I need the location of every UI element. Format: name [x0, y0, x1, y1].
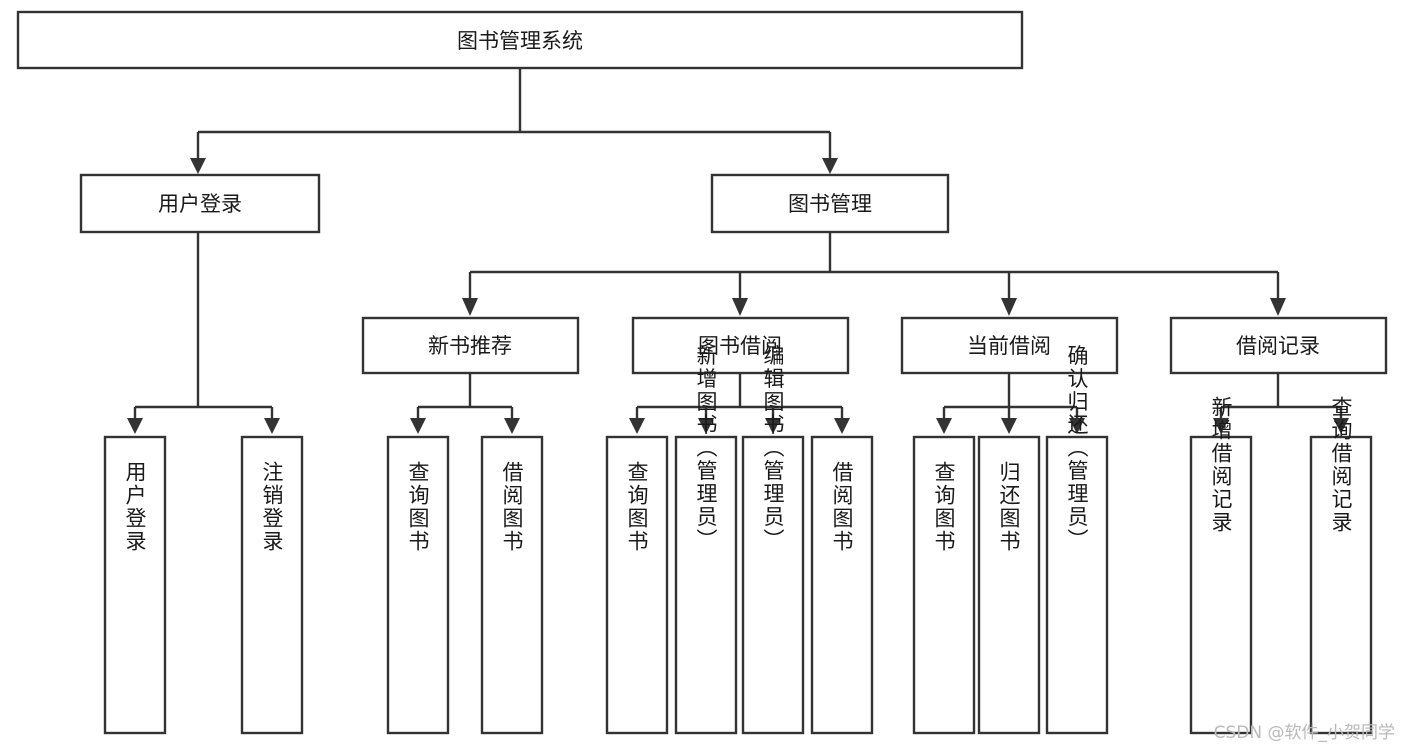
node-book-manage[interactable]: 图书管理 [710, 173, 950, 234]
leaf-user-login[interactable]: 用户登录 [103, 435, 167, 735]
leaf-bb-query-book-label: 查询图书 [625, 461, 649, 553]
leaf-bb-add-book-label: 新增图书（管理员） [694, 345, 718, 552]
node-new-book-recommend-label: 新书推荐 [428, 334, 512, 358]
leaf-logout-label: 注销登录 [260, 461, 284, 553]
leaf-cb-confirm-return[interactable]: 确认归还（管理员） [1045, 345, 1109, 735]
arrowhead-br-leaf2 [1333, 418, 1349, 434]
arrowhead-cb-leaf2 [1001, 418, 1017, 434]
leaf-cb-query-book-label: 查询图书 [932, 461, 956, 553]
leaf-cb-query-book-box[interactable] [912, 435, 976, 735]
node-book-manage-label: 图书管理 [788, 192, 872, 216]
leaf-cb-return-book[interactable]: 归还图书 [977, 435, 1041, 735]
leaf-bb-borrow-book-label: 借阅图书 [830, 461, 854, 553]
arrowhead-user-login [190, 158, 206, 174]
leaf-bb-edit-book-label: 编辑图书（管理员） [761, 345, 785, 552]
node-borrow-record-box[interactable] [1169, 316, 1388, 375]
arrowhead-cb-leaf1 [936, 418, 952, 434]
node-book-manage-box[interactable] [710, 173, 950, 234]
leaf-logout-box[interactable] [240, 435, 304, 735]
node-new-book-recommend[interactable]: 新书推荐 [361, 316, 580, 375]
leaf-br-query-record-box[interactable] [1309, 435, 1373, 735]
arrowhead-new-book [462, 298, 478, 316]
node-user-login-box[interactable] [79, 173, 321, 234]
leaf-br-add-record[interactable]: 新增借阅记录 [1189, 396, 1253, 735]
leaf-logout[interactable]: 注销登录 [240, 435, 304, 735]
arrowhead-bb-leaf1 [629, 418, 645, 434]
edges-layer [127, 68, 1349, 434]
leaf-br-query-record[interactable]: 查询借阅记录 [1309, 396, 1373, 735]
node-new-book-recommend-box[interactable] [361, 316, 580, 375]
leaf-cb-query-book[interactable]: 查询图书 [912, 435, 976, 735]
leaf-bb-query-book[interactable]: 查询图书 [605, 435, 669, 735]
leaf-nb-borrow-book-label: 借阅图书 [500, 461, 524, 553]
leaf-bb-edit-book[interactable]: 编辑图书（管理员） [741, 345, 805, 735]
node-book-borrow-label: 图书借阅 [698, 334, 782, 358]
leaf-nb-borrow-book-box[interactable] [480, 435, 544, 735]
leaf-nb-query-book-box[interactable] [386, 435, 450, 735]
node-book-borrow-box[interactable] [631, 316, 850, 375]
leaf-bb-add-book-box[interactable] [674, 435, 738, 735]
leaf-nb-borrow-book[interactable]: 借阅图书 [480, 435, 544, 735]
node-user-login[interactable]: 用户登录 [79, 173, 321, 234]
leaf-cb-confirm-return-label: 确认归还（管理员） [1065, 345, 1089, 552]
leaf-cb-confirm-return-box[interactable] [1045, 435, 1109, 735]
leaf-br-query-record-label: 查询借阅记录 [1329, 396, 1353, 534]
node-current-borrow-box[interactable] [900, 316, 1119, 375]
leaf-cb-return-book-label: 归还图书 [997, 461, 1021, 553]
node-current-borrow-label: 当前借阅 [967, 334, 1051, 358]
arrowhead-nb-leaf2 [504, 418, 520, 434]
leaf-user-login-box[interactable] [103, 435, 167, 735]
leaf-nb-query-book-label: 查询图书 [406, 461, 430, 553]
leaf-user-login-label: 用户登录 [123, 461, 147, 553]
arrowhead-leaf-logout [264, 418, 280, 434]
leaf-nb-query-book[interactable]: 查询图书 [386, 435, 450, 735]
leaf-bb-add-book[interactable]: 新增图书（管理员） [674, 345, 738, 735]
arrowhead-bb-leaf3 [765, 418, 781, 434]
arrowhead-nb-leaf1 [410, 418, 426, 434]
arrowhead-cb-leaf3 [1069, 418, 1085, 434]
node-current-borrow[interactable]: 当前借阅 [900, 316, 1119, 375]
node-root[interactable]: 图书管理系统 [16, 10, 1024, 70]
leaf-bb-query-book-box[interactable] [605, 435, 669, 735]
arrowhead-current-borrow [1001, 298, 1017, 316]
leaf-cb-return-book-box[interactable] [977, 435, 1041, 735]
leaf-br-add-record-box[interactable] [1189, 435, 1253, 735]
node-borrow-record[interactable]: 借阅记录 [1169, 316, 1388, 375]
node-borrow-record-label: 借阅记录 [1236, 334, 1320, 358]
leaf-bb-edit-book-box[interactable] [741, 435, 805, 735]
arrowhead-book-borrow [732, 298, 748, 316]
arrowhead-br-leaf1 [1213, 418, 1229, 434]
node-user-login-label: 用户登录 [158, 192, 242, 216]
arrowhead-leaf-user-login [127, 418, 143, 434]
leaf-bb-borrow-book[interactable]: 借阅图书 [810, 435, 874, 735]
node-root-box[interactable] [16, 10, 1024, 70]
arrowhead-borrow-record [1270, 298, 1286, 316]
node-root-label: 图书管理系统 [457, 29, 583, 53]
leaf-bb-borrow-book-box[interactable] [810, 435, 874, 735]
leaf-br-add-record-label: 新增借阅记录 [1209, 396, 1233, 534]
arrowhead-book-manage [822, 158, 838, 174]
node-book-borrow[interactable]: 图书借阅 [631, 316, 850, 375]
arrowhead-bb-leaf2 [698, 418, 714, 434]
arrowhead-bb-leaf4 [834, 418, 850, 434]
